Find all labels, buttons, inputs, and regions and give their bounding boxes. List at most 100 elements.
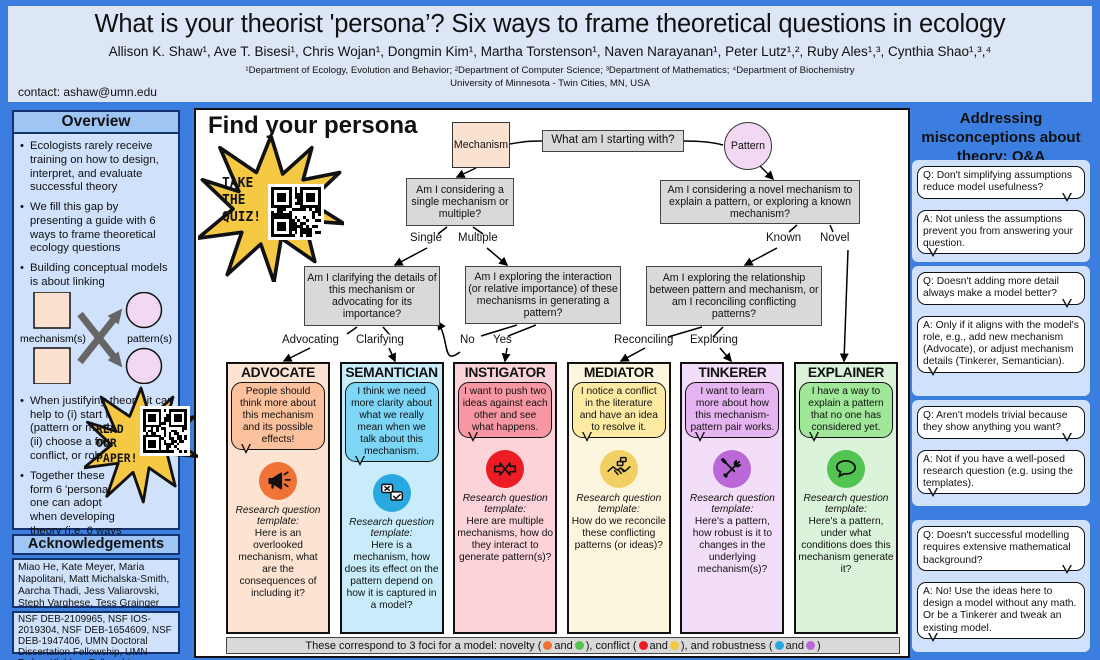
qa-group-2: Q: Doesn't adding more detail always mak… bbox=[912, 266, 1090, 396]
template-text: How do we reconcile these conflicting pa… bbox=[571, 516, 666, 552]
conflict-red-dot bbox=[638, 641, 648, 650]
branch-label-no: No bbox=[460, 334, 475, 346]
card-mediator: MEDIATOR I notice a conflict in the lite… bbox=[566, 362, 671, 634]
legend-text: and bbox=[649, 639, 668, 652]
persona-quote-bubble: I think we need more clarity about what … bbox=[344, 382, 439, 466]
acknowledgements-heading: Acknowledgements bbox=[12, 534, 180, 555]
answer-bubble: A: No! Use the ideas here to design a mo… bbox=[917, 581, 1085, 642]
card-explainer: EXPLAINER I have a way to explain a patt… bbox=[793, 362, 898, 634]
template-text: Here's a pattern, how robust is it to ch… bbox=[692, 516, 773, 576]
foci-legend: These correspond to 3 foci for a model: … bbox=[226, 637, 900, 654]
answer-bubble: A: Not if you have a well-posed research… bbox=[917, 449, 1085, 497]
mechanism-square-bottom bbox=[33, 347, 71, 385]
branch-label-multiple: Multiple bbox=[458, 232, 498, 244]
mechanism-square-top bbox=[33, 291, 71, 329]
conflict-yellow-dot bbox=[669, 641, 679, 650]
persona-quote-bubble: I notice a conflict in the literature an… bbox=[571, 382, 666, 442]
question-bubble: Q: Doesn't adding more detail always mak… bbox=[917, 272, 1085, 307]
legend-text: and bbox=[785, 639, 804, 652]
mechanism-label: mechanism(s) bbox=[20, 333, 86, 345]
branch-label-exploring: Exploring bbox=[690, 334, 738, 346]
tools-icon bbox=[721, 457, 742, 478]
chat-dialogue-icon bbox=[380, 483, 403, 501]
branch-label-novel: Novel bbox=[820, 232, 850, 244]
template-text: Here is a mechanism, how does its effect… bbox=[344, 540, 439, 612]
acknowledgements-funding: NSF DEB-2109965, NSF IOS-2019304, NSF DE… bbox=[12, 611, 180, 660]
qa-section-title: Addressing misconceptions about theory: … bbox=[921, 110, 1081, 165]
quiz-qr-code bbox=[268, 184, 324, 240]
node-start-question: What am I starting with? bbox=[542, 130, 684, 152]
legend-text: ), conflict ( bbox=[585, 639, 637, 652]
author-list: Allison K. Shaw¹, Ave T. Bisesi¹, Chris … bbox=[108, 44, 992, 59]
affiliations: ¹Department of Ecology, Evolution and Be… bbox=[8, 64, 1092, 91]
template-text: Here's a pattern, under what conditions … bbox=[798, 516, 894, 576]
legend-text: and bbox=[554, 639, 573, 652]
branch-label-known: Known bbox=[766, 232, 802, 244]
template-label: Research question template: bbox=[462, 492, 548, 516]
take-the-quiz-label: TAKE THE QUIZ! bbox=[222, 176, 262, 225]
persona-quote-bubble: I want to learn more about how this mech… bbox=[685, 382, 780, 442]
take-the-quiz-star: TAKE THE QUIZ! bbox=[198, 136, 344, 282]
template-text: Here are multiple mechanisms, how do the… bbox=[457, 516, 554, 564]
poster-title: What is your theorist 'persona’? Six way… bbox=[94, 10, 1006, 38]
card-advocate: ADVOCATE People should think more about … bbox=[226, 362, 330, 634]
qa-group-4: Q: Doesn't successful modelling requires… bbox=[912, 520, 1090, 652]
persona-name: MEDIATOR bbox=[583, 365, 654, 380]
card-instigator: INSTIGATOR I want to push two ideas agai… bbox=[453, 362, 558, 634]
robustness-purple-dot bbox=[805, 641, 815, 650]
read-our-paper-label: READ OUR PAPER! bbox=[96, 422, 138, 465]
pattern-circle-bottom bbox=[125, 347, 163, 385]
template-label: Research question template: bbox=[803, 492, 889, 516]
persona-icon-circle bbox=[826, 449, 865, 488]
persona-icon-circle bbox=[486, 449, 525, 488]
megaphone-icon bbox=[268, 471, 291, 490]
persona-name: EXPLAINER bbox=[807, 365, 885, 380]
find-your-persona-panel: Find your persona TAKE THE QUIZ! Mechani… bbox=[194, 108, 910, 658]
overview-bullet-2: We fill this gap by presenting a guide w… bbox=[20, 201, 174, 256]
branch-label-yes: Yes bbox=[493, 334, 512, 346]
persona-name: SEMANTICIAN bbox=[345, 365, 438, 380]
template-label: Research question template: bbox=[349, 516, 435, 540]
affiliation-line-2: University of Minnesota - Twin Cities, M… bbox=[450, 78, 650, 90]
question-bubble: Q: Doesn't successful modelling requires… bbox=[917, 526, 1085, 574]
legend-text: These correspond to 3 foci for a model: … bbox=[305, 639, 542, 652]
novelty-orange-dot bbox=[543, 641, 553, 650]
answer-bubble: A: Not unless the assumptions prevent yo… bbox=[917, 209, 1085, 257]
acknowledgements-people: Miao He, Kate Meyer, Maria Napolitani, M… bbox=[12, 558, 180, 609]
question-single-or-multiple: Am I considering a single mechanism or m… bbox=[406, 178, 514, 226]
persona-quote-bubble: I have a way to explain a pattern that n… bbox=[798, 382, 893, 442]
mechanism-pattern-diagram: mechanism(s) pattern(s) bbox=[20, 291, 172, 385]
overview-heading: Overview bbox=[14, 112, 178, 134]
paper-qr-code bbox=[140, 406, 190, 456]
persona-quote-bubble: I want to push two ideas against each ot… bbox=[458, 382, 553, 442]
flowchart-title: Find your persona bbox=[208, 112, 418, 139]
question-relationship: Am I exploring the relationship between … bbox=[646, 266, 822, 326]
pattern-label: pattern(s) bbox=[127, 333, 172, 345]
template-text: Here is an overlooked mechanism, what ar… bbox=[238, 528, 318, 600]
legend-text: ), and robustness ( bbox=[680, 639, 773, 652]
persona-name: ADVOCATE bbox=[241, 365, 315, 380]
handshake-icon bbox=[607, 456, 631, 475]
novelty-green-dot bbox=[574, 641, 584, 650]
contact-email: contact: ashaw@umn.edu bbox=[18, 85, 157, 99]
persona-icon-circle bbox=[599, 449, 638, 488]
branch-label-reconciling: Reconciling bbox=[614, 334, 674, 346]
persona-cards-row: ADVOCATE People should think more about … bbox=[226, 362, 898, 634]
persona-icon-circle bbox=[713, 449, 752, 488]
pattern-circle-top bbox=[125, 291, 163, 329]
affiliation-line-1: ¹Department of Ecology, Evolution and Be… bbox=[245, 65, 855, 76]
question-novel-or-known: Am I considering a novel mechanism to ex… bbox=[660, 180, 860, 224]
question-bubble: Q: Aren't models trivial because they sh… bbox=[917, 406, 1085, 441]
branch-label-single: Single bbox=[410, 232, 442, 244]
card-semantician: SEMANTICIAN I think we need more clarity… bbox=[339, 362, 444, 634]
legend-text: ) bbox=[816, 639, 821, 652]
branch-label-clarifying: Clarifying bbox=[356, 334, 404, 346]
overview-panel: Overview Ecologists rarely receive train… bbox=[12, 110, 180, 551]
poster-header: What is your theorist 'persona’? Six way… bbox=[8, 6, 1092, 102]
question-clarify-or-advocate: Am I clarifying the details of this mech… bbox=[304, 266, 440, 326]
answer-bubble: A: Only if it aligns with the model's ro… bbox=[917, 315, 1085, 376]
read-our-paper-star: READ OUR PAPER! bbox=[84, 384, 198, 506]
persona-name: INSTIGATOR bbox=[464, 365, 546, 380]
overview-bullet-3: Building conceptual models is about link… bbox=[20, 262, 174, 290]
persona-name: TINKERER bbox=[698, 365, 767, 380]
